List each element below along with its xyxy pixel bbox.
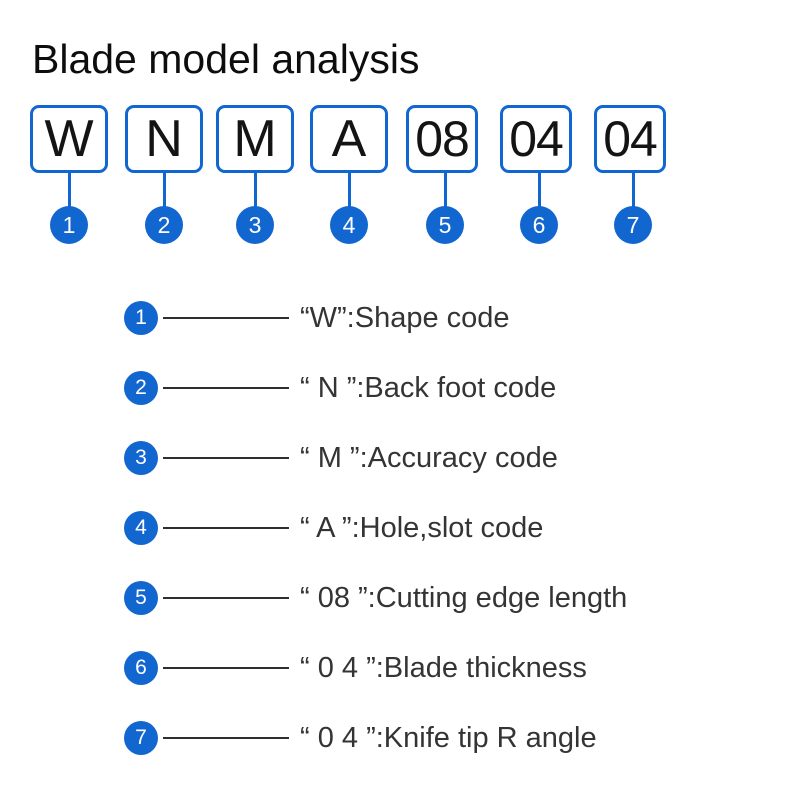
code-badge-number: 2 (157, 212, 171, 238)
legend-label-4: “ A ”:Hole,slot code (300, 512, 544, 544)
legend-badge-1: 1 (124, 301, 158, 335)
connector-line-3 (253, 173, 257, 208)
code-box-4[interactable]: A (310, 105, 388, 173)
legend-label-5: “ 08 ”:Cutting edge length (300, 582, 628, 614)
connector-line-2 (162, 173, 166, 208)
code-badge-number: 6 (532, 212, 546, 238)
code-box-2[interactable]: N (125, 105, 203, 173)
code-glyph: W (44, 110, 94, 168)
legend-badge-2: 2 (124, 371, 158, 405)
code-badge-number: 7 (626, 212, 640, 238)
legend-badge-number: 5 (135, 586, 147, 609)
code-badge-6: 6 (520, 206, 558, 244)
legend-badge-4: 4 (124, 511, 158, 545)
legend-leader-line-1 (163, 317, 289, 319)
legend-label-1: “W”:Shape code (300, 302, 510, 334)
code-box-7[interactable]: 04 (594, 105, 666, 173)
code-badge-2: 2 (145, 206, 183, 244)
legend-badge-number: 3 (135, 446, 147, 469)
code-glyph: 04 (509, 111, 564, 167)
connector-line-1 (67, 173, 71, 208)
legend-badge-number: 1 (135, 306, 147, 329)
code-glyph: 04 (603, 111, 658, 167)
legend-label-2: “ N ”:Back foot code (300, 372, 557, 404)
code-glyph: M (233, 110, 277, 168)
legend-leader-line-3 (163, 457, 289, 459)
code-cell-7[interactable]: 04 7 (594, 100, 672, 255)
connector-line-6 (537, 173, 541, 208)
code-badge-number: 1 (62, 212, 76, 238)
legend-row-6: 6 “ 0 4 ”:Blade thickness (0, 646, 800, 716)
legend-list: 1 “W”:Shape code 2 “ N ”:Back foot code 3 “ M… (0, 296, 800, 786)
legend-badge-number: 6 (135, 656, 147, 679)
legend-label-7: “ 0 4 ”:Knife tip R angle (300, 722, 597, 754)
legend-badge-number: 7 (135, 726, 147, 749)
connector-line-7 (631, 173, 635, 208)
connector-line-4 (347, 173, 351, 208)
legend-row-2: 2 “ N ”:Back foot code (0, 366, 800, 436)
legend-leader-line-5 (163, 597, 289, 599)
code-box-5[interactable]: 08 (406, 105, 478, 173)
code-badge-1: 1 (50, 206, 88, 244)
legend-leader-line-6 (163, 667, 289, 669)
legend-row-3: 3 “ M ”:Accuracy code (0, 436, 800, 506)
legend-badge-number: 4 (135, 516, 147, 539)
legend-badge-3: 3 (124, 441, 158, 475)
legend-badge-5: 5 (124, 581, 158, 615)
code-badge-3: 3 (236, 206, 274, 244)
code-badge-number: 5 (438, 212, 452, 238)
legend-leader-line-2 (163, 387, 289, 389)
code-badge-number: 4 (342, 212, 356, 238)
legend-leader-line-7 (163, 737, 289, 739)
legend-row-4: 4 “ A ”:Hole,slot code (0, 506, 800, 576)
legend-label-3: “ M ”:Accuracy code (300, 442, 558, 474)
legend-badge-7: 7 (124, 721, 158, 755)
code-glyph: 08 (415, 111, 470, 167)
code-box-3[interactable]: M (216, 105, 294, 173)
code-box-1[interactable]: W (30, 105, 108, 173)
legend-row-1: 1 “W”:Shape code (0, 296, 800, 366)
code-badge-number: 3 (248, 212, 262, 238)
legend-row-5: 5 “ 08 ”:Cutting edge length (0, 576, 800, 646)
code-box-6[interactable]: 04 (500, 105, 572, 173)
legend-badge-number: 2 (135, 376, 147, 399)
code-glyph: A (331, 110, 367, 168)
code-badge-4: 4 (330, 206, 368, 244)
connector-line-5 (443, 173, 447, 208)
code-badge-5: 5 (426, 206, 464, 244)
legend-leader-line-4 (163, 527, 289, 529)
legend-row-7: 7 “ 0 4 ”:Knife tip R angle (0, 716, 800, 786)
page-title: Blade model analysis (32, 36, 420, 82)
code-cell-5[interactable]: 08 5 (406, 100, 484, 255)
legend-label-6: “ 0 4 ”:Blade thickness (300, 652, 587, 684)
code-badge-7: 7 (614, 206, 652, 244)
code-glyph: N (145, 110, 183, 168)
legend-badge-6: 6 (124, 651, 158, 685)
code-cell-6[interactable]: 04 6 (500, 100, 578, 255)
